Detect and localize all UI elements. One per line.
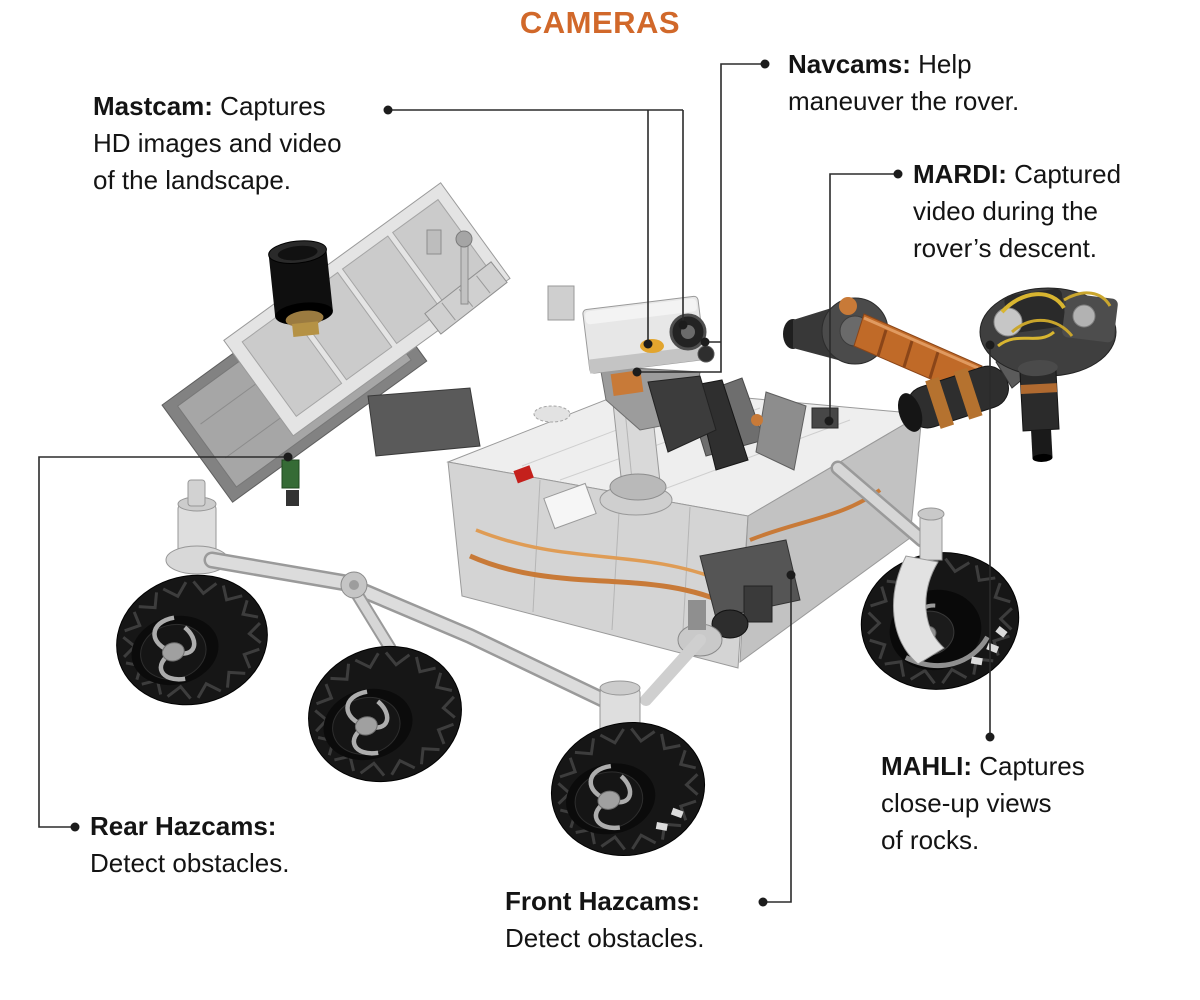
diagram-title: CAMERAS: [519, 5, 681, 40]
wheel-left-front: [550, 721, 706, 857]
rover-rear-hazcam-unit: [281, 459, 300, 506]
label-front-hazcams: Front Hazcams: Detect obstacles.: [505, 886, 705, 953]
rover-robotic-arm: [783, 287, 1118, 462]
rover-drum: [268, 240, 333, 337]
leader-mastcam: [388, 109, 684, 344]
wheel-right-front: [860, 552, 1020, 690]
rover-antennas: [424, 229, 575, 335]
rover-mast: [582, 295, 749, 516]
leader-dots: [70, 59, 995, 907]
label-mahli: MAHLI: Captures close-up views of rocks.: [881, 751, 1085, 855]
label-navcams: Navcams: Help maneuver the rover.: [788, 49, 1020, 116]
rover-front-right-steering: [893, 507, 945, 665]
leader-lines: [38, 63, 991, 903]
label-mahli-name: MAHLI:: [881, 751, 972, 781]
wheel-left-rear: [116, 574, 268, 706]
leader-front-hazcams: [763, 575, 792, 903]
rover-deck-box: [367, 387, 481, 457]
label-mardi-name: MARDI:: [913, 159, 1007, 189]
rover-front-hazcam-cluster: [640, 539, 801, 706]
leader-mardi: [829, 173, 898, 421]
rover-rear-panels: [161, 182, 511, 503]
leader-rear-hazcams: [38, 456, 288, 828]
label-rear-hazcams: Rear Hazcams: Detect obstacles.: [90, 811, 290, 878]
label-rear-hazcams-name: Rear Hazcams:: [90, 811, 277, 841]
label-navcams-name: Navcams:: [788, 49, 911, 79]
wheel-left-middle: [308, 645, 462, 783]
label-mastcam: Mastcam: Captures HD images and video of…: [93, 91, 342, 195]
label-front-hazcams-name: Front Hazcams:: [505, 886, 701, 916]
label-mastcam-name: Mastcam:: [93, 91, 213, 121]
label-mardi: MARDI: Captured video during the rover’s…: [913, 159, 1122, 263]
